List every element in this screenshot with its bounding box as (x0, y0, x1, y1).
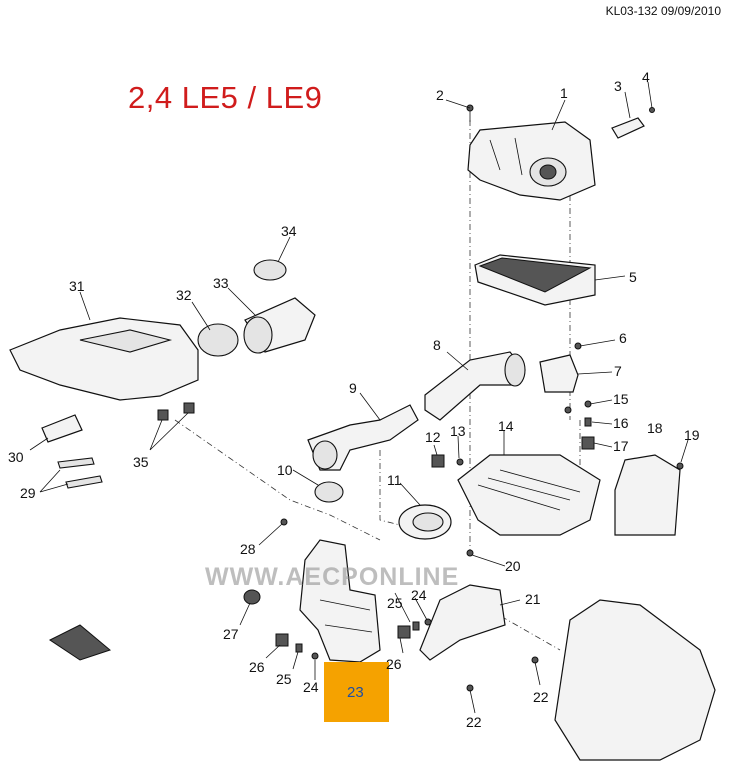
callout-17[interactable]: 17 (613, 438, 629, 454)
engine-cover-31 (9, 317, 199, 401)
callout-32[interactable]: 32 (176, 287, 192, 303)
clamp-32 (197, 323, 239, 357)
callout-24a[interactable]: 24 (411, 587, 427, 603)
grommet-35a (157, 409, 169, 421)
callout-18[interactable]: 18 (647, 420, 663, 436)
engine-block (554, 599, 716, 761)
bolt-14a (564, 406, 572, 414)
hose-11 (398, 504, 452, 540)
callout-21[interactable]: 21 (525, 591, 541, 607)
grommet-27 (243, 589, 261, 605)
grommet-17 (581, 436, 595, 450)
callout-35[interactable]: 35 (133, 454, 149, 470)
highlighted-part-number[interactable]: 23 (347, 684, 364, 701)
view-orientation-icon (49, 624, 112, 661)
bolt-24b (311, 652, 319, 660)
spacer-25a (412, 621, 420, 631)
callout-1[interactable]: 1 (560, 85, 568, 101)
assembly-line-2 (174, 419, 381, 541)
air-cleaner-lower-housing (457, 454, 601, 536)
spacer-16 (584, 417, 592, 427)
callout-8[interactable]: 8 (433, 337, 441, 353)
clip-29a (57, 457, 95, 469)
callout-9[interactable]: 9 (349, 380, 357, 396)
outlet-hose-33 (243, 297, 316, 354)
callout-22b[interactable]: 22 (466, 714, 482, 730)
assembly-line-3 (379, 450, 441, 536)
clamp-ring-10 (314, 481, 344, 503)
bolt-24a (424, 618, 432, 626)
stud-20 (466, 549, 474, 557)
grommet-12 (431, 454, 445, 468)
callout-24b[interactable]: 24 (303, 679, 319, 695)
clamp-34 (253, 259, 287, 281)
clip-29b (65, 475, 103, 489)
clip-28 (280, 518, 288, 526)
callout-25b[interactable]: 25 (276, 671, 292, 687)
callout-33[interactable]: 33 (213, 275, 229, 291)
callout-22a[interactable]: 22 (533, 689, 549, 705)
leader-lines (29, 81, 689, 714)
bolt-13 (456, 458, 464, 466)
bolt-19 (676, 462, 684, 470)
mounting-bracket-21 (419, 584, 506, 661)
callout-31[interactable]: 31 (69, 278, 85, 294)
resonator-23 (299, 539, 381, 663)
grommet-35b (183, 402, 195, 414)
callout-26a[interactable]: 26 (386, 656, 402, 672)
assembly-line-4 (569, 195, 581, 470)
grommet-26b (275, 633, 289, 647)
grommet-26a (397, 625, 411, 639)
highlight-box-23 (324, 662, 389, 722)
watermark: WWW.AECPONLINE (205, 563, 460, 591)
callout-2[interactable]: 2 (436, 87, 444, 103)
callout-27[interactable]: 27 (223, 626, 239, 642)
resonator-duct-9 (307, 404, 419, 471)
callout-28[interactable]: 28 (240, 541, 256, 557)
air-filter-element (474, 254, 596, 306)
callout-4[interactable]: 4 (642, 69, 650, 85)
callout-34[interactable]: 34 (281, 223, 297, 239)
iat-sensor (611, 107, 655, 139)
callout-15[interactable]: 15 (613, 391, 629, 407)
engine-title: 2,4 LE5 / LE9 (128, 80, 323, 115)
callout-19[interactable]: 19 (684, 427, 700, 443)
callout-12[interactable]: 12 (425, 429, 441, 445)
callout-25a[interactable]: 25 (387, 595, 403, 611)
callout-10[interactable]: 10 (277, 462, 293, 478)
callout-16[interactable]: 16 (613, 415, 629, 431)
callout-6[interactable]: 6 (619, 330, 627, 346)
callout-26b[interactable]: 26 (249, 659, 265, 675)
callout-20[interactable]: 20 (505, 558, 521, 574)
callout-29[interactable]: 29 (20, 485, 36, 501)
callout-14[interactable]: 14 (498, 418, 514, 434)
spacer-25b (295, 643, 303, 653)
callout-11[interactable]: 11 (387, 472, 402, 488)
insulator-30 (41, 414, 83, 443)
air-cleaner-cover (467, 121, 596, 201)
callout-3[interactable]: 3 (614, 78, 622, 94)
callout-30[interactable]: 30 (8, 449, 24, 465)
document-id: KL03-132 09/09/2010 (605, 4, 721, 18)
shield-bracket-18 (614, 454, 681, 536)
callout-5[interactable]: 5 (629, 269, 637, 285)
callout-13[interactable]: 13 (450, 423, 466, 439)
callout-7[interactable]: 7 (614, 363, 622, 379)
duct-seal-7 (539, 354, 579, 393)
air-intake-duct-8 (424, 351, 526, 421)
